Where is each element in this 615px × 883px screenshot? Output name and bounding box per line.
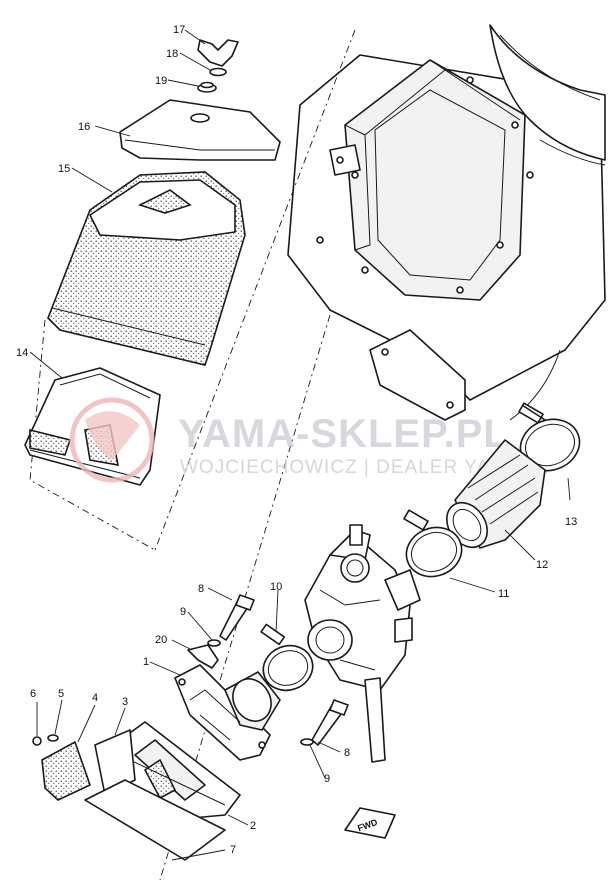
callout-8-upper: 8 [198, 583, 204, 595]
callout-16: 16 [78, 121, 90, 133]
callout-1: 1 [143, 656, 149, 668]
leader-lines [29, 29, 571, 861]
reed-stopper [41, 740, 91, 801]
callout-5: 5 [58, 688, 64, 700]
reed-plate [94, 729, 136, 796]
callout-20: 20 [155, 634, 167, 646]
callout-9-lower: 9 [324, 773, 330, 785]
callout-labels: 17 18 19 16 15 14 13 12 11 8 9 20 10 1 8… [16, 24, 577, 856]
lock-washer [47, 734, 59, 742]
filter-cap [119, 99, 281, 161]
carburetor [304, 524, 421, 763]
washer [209, 67, 227, 77]
callout-12: 12 [536, 559, 548, 571]
grommet [197, 81, 217, 93]
hose-clamp-manifold [260, 623, 314, 692]
screw [32, 736, 42, 746]
callout-4: 4 [92, 692, 98, 704]
callout-7: 7 [230, 844, 236, 856]
callout-10: 10 [270, 581, 282, 593]
watermark-logo-icon [69, 397, 155, 483]
bolt-lower [311, 699, 349, 746]
callout-9-upper: 9 [180, 606, 186, 618]
watermark-subtitle: WOJCIECHOWICZ | DEALER YAMAHA [180, 457, 549, 478]
wing-nut [197, 39, 239, 67]
watermark-brand: YAMA-SKLEP.PL [178, 412, 509, 456]
air-box-housing [287, 24, 606, 421]
callout-14: 14 [16, 347, 28, 359]
washer-upper [207, 639, 221, 647]
hose-clamp-upper [518, 402, 581, 472]
air-filter-element [47, 171, 246, 366]
callout-11: 11 [498, 588, 509, 600]
hose-clamp-carb [403, 509, 463, 578]
forward-direction-marker: FWD [344, 807, 396, 839]
hose-clip [187, 644, 219, 669]
callout-6: 6 [30, 688, 36, 700]
bolt-upper [219, 594, 255, 641]
callout-2: 2 [250, 820, 256, 832]
watermark: YAMA-SKLEP.PL WOJCIECHOWICZ | DEALER YAM… [69, 397, 549, 483]
callout-18: 18 [166, 48, 178, 60]
callout-15: 15 [58, 163, 70, 175]
callout-13: 13 [565, 516, 577, 528]
callout-17: 17 [173, 24, 185, 36]
intake-manifold [174, 664, 281, 761]
reference-line-airbox-left [154, 29, 356, 551]
reference-line-filter-left [29, 319, 156, 551]
callout-3: 3 [122, 696, 128, 708]
callout-8-lower: 8 [344, 747, 350, 759]
washer-lower [300, 738, 314, 746]
callout-19: 19 [155, 75, 167, 87]
manifold-gasket [84, 779, 226, 861]
